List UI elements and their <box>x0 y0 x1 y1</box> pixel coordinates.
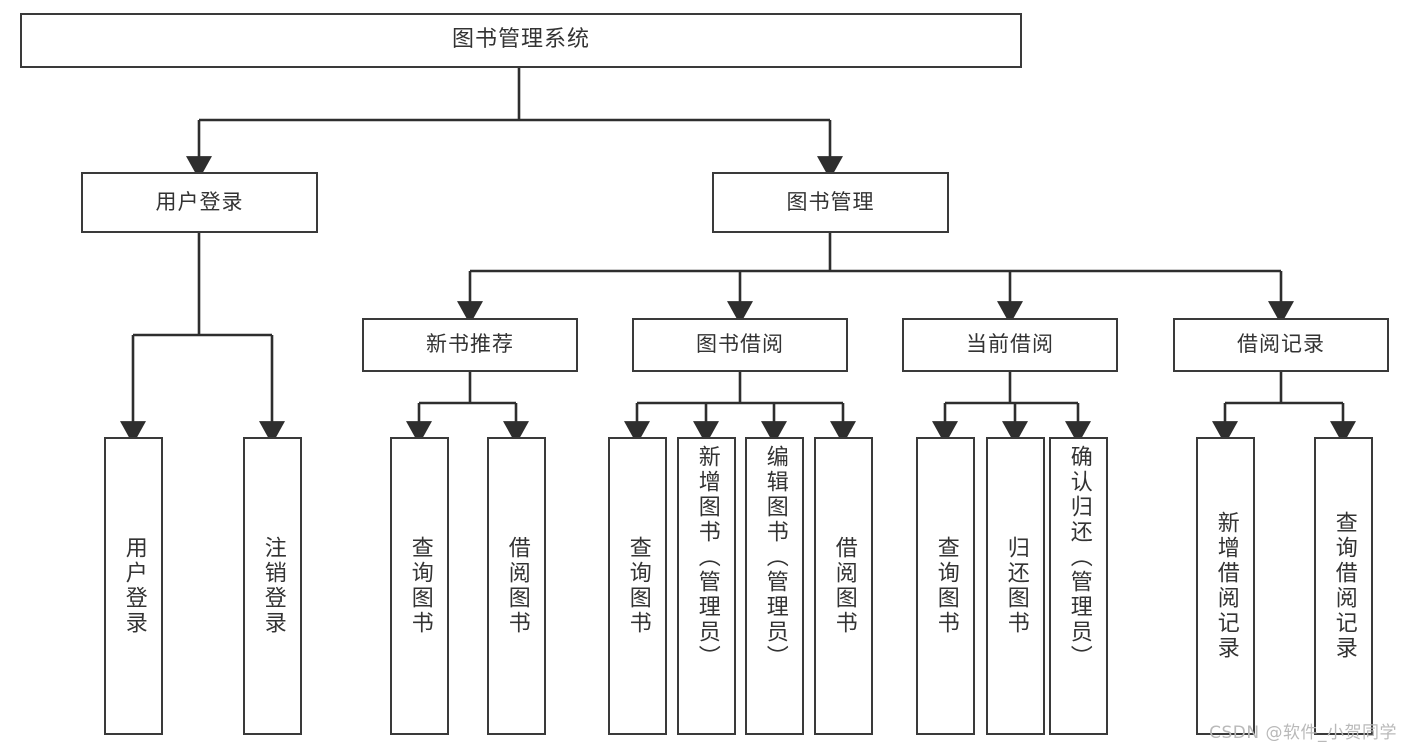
leaf-label: 新增图书（管理员） <box>694 445 720 670</box>
node-user-login-label: 用户登录 <box>155 189 244 214</box>
leaf-label: 确认归还（管理员） <box>1066 445 1092 670</box>
leaf-records-add-record[interactable]: 新增借阅记录 <box>1196 437 1255 735</box>
leaf-label: 查询图书 <box>933 536 959 636</box>
node-new-book-recommend[interactable]: 新书推荐 <box>362 318 578 372</box>
leaf-records-query-record[interactable]: 查询借阅记录 <box>1314 437 1373 735</box>
node-borrow-records[interactable]: 借阅记录 <box>1173 318 1389 372</box>
csdn-watermark: CSDN @软件_小贺同学 <box>1209 723 1397 743</box>
leaf-borrow-query-book[interactable]: 查询图书 <box>608 437 667 735</box>
node-current-borrow-label: 当前借阅 <box>966 332 1054 357</box>
leaf-label: 新增借阅记录 <box>1213 511 1239 661</box>
leaf-label: 查询图书 <box>407 536 433 636</box>
leaf-label: 注销登录 <box>260 536 286 636</box>
leaf-borrow-borrow-book[interactable]: 借阅图书 <box>814 437 873 735</box>
leaf-label: 用户登录 <box>121 536 147 636</box>
leaf-borrow-add-book-admin[interactable]: 新增图书（管理员） <box>677 437 736 735</box>
node-new-book-recommend-label: 新书推荐 <box>426 332 514 357</box>
leaf-current-query-book[interactable]: 查询图书 <box>916 437 975 735</box>
node-book-management[interactable]: 图书管理 <box>712 172 949 233</box>
leaf-current-confirm-return-admin[interactable]: 确认归还（管理员） <box>1049 437 1108 735</box>
leaf-borrow-edit-book-admin[interactable]: 编辑图书（管理员） <box>745 437 804 735</box>
node-current-borrow[interactable]: 当前借阅 <box>902 318 1118 372</box>
node-borrow-records-label: 借阅记录 <box>1237 332 1325 357</box>
leaf-label: 归还图书 <box>1003 536 1029 636</box>
leaf-label: 借阅图书 <box>504 536 530 636</box>
node-root[interactable]: 图书管理系统 <box>20 13 1022 68</box>
leaf-new-books-borrow[interactable]: 借阅图书 <box>487 437 546 735</box>
leaf-current-return-book[interactable]: 归还图书 <box>986 437 1045 735</box>
node-book-borrow-label: 图书借阅 <box>696 332 784 357</box>
node-book-management-label: 图书管理 <box>786 189 875 214</box>
leaf-label: 查询借阅记录 <box>1331 511 1357 661</box>
node-book-borrow[interactable]: 图书借阅 <box>632 318 848 372</box>
leaf-user-login-logout[interactable]: 注销登录 <box>243 437 302 735</box>
leaf-label: 查询图书 <box>625 536 651 636</box>
leaf-new-books-query[interactable]: 查询图书 <box>390 437 449 735</box>
node-root-label: 图书管理系统 <box>451 27 590 53</box>
leaf-label: 借阅图书 <box>831 536 857 636</box>
leaf-label: 编辑图书（管理员） <box>762 445 788 670</box>
node-user-login[interactable]: 用户登录 <box>81 172 318 233</box>
leaf-user-login-login[interactable]: 用户登录 <box>104 437 163 735</box>
